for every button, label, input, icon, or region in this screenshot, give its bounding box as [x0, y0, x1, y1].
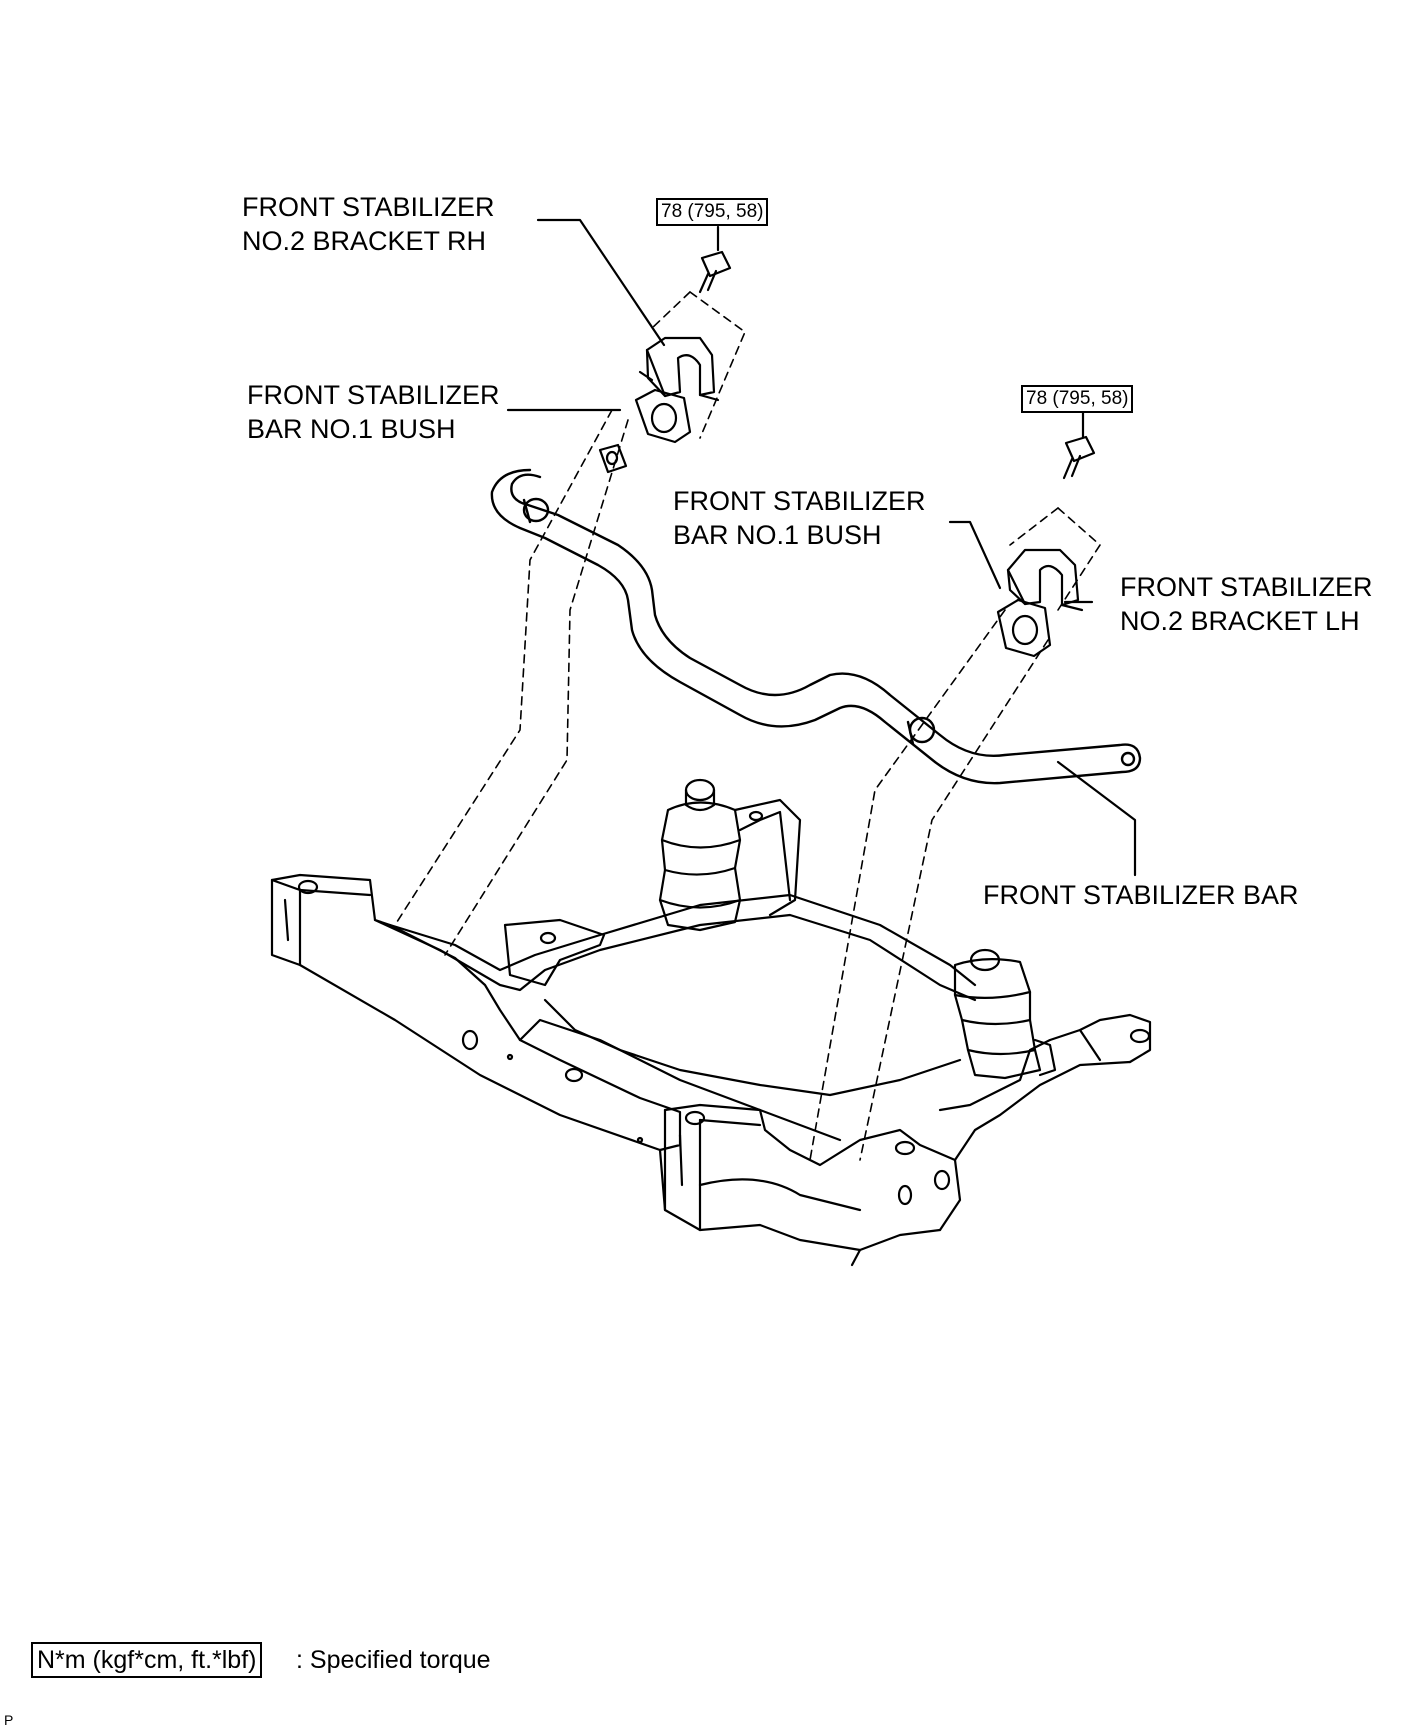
leader-stabilizer-bar	[1056, 760, 1137, 877]
bolt-right	[1062, 435, 1096, 480]
label-bush-lower: FRONT STABILIZER BAR NO.1 BUSH	[673, 484, 926, 552]
bush-rh-shape	[598, 388, 692, 474]
dashed-alignment-lines	[394, 291, 1101, 1161]
legend-torque-unit: N*m (kgf*cm, ft.*lbf)	[31, 1642, 263, 1678]
legend-torque-text: : Specified torque	[296, 1646, 491, 1674]
label-stabilizer-bar-line1: FRONT STABILIZER BAR	[983, 880, 1299, 910]
stabilizer-bar-shape	[490, 468, 1142, 785]
leader-bracket-rh	[536, 218, 666, 347]
subframe-shape	[270, 778, 1152, 1267]
label-bush-lower-line2: BAR NO.1 BUSH	[673, 520, 882, 550]
label-bracket-lh: FRONT STABILIZER NO.2 BRACKET LH	[1120, 570, 1373, 638]
label-bracket-lh-line2: NO.2 BRACKET LH	[1120, 606, 1360, 636]
leader-lines	[506, 218, 1137, 877]
torque-box-left: 78 (795, 58)	[656, 198, 769, 226]
label-bracket-rh-line2: NO.2 BRACKET RH	[242, 226, 487, 256]
bracket-rh-shape	[638, 336, 720, 402]
label-bush-lower-line1: FRONT STABILIZER	[673, 486, 926, 516]
label-bracket-rh: FRONT STABILIZER NO.2 BRACKET RH	[242, 190, 495, 258]
torque-box-right: 78 (795, 58)	[1021, 385, 1134, 413]
bush-lh-shape	[996, 598, 1052, 658]
label-bracket-lh-line1: FRONT STABILIZER	[1120, 572, 1373, 602]
engine-mount-left	[658, 778, 802, 932]
leader-bush-lower	[948, 520, 1002, 590]
engine-mount-right	[953, 948, 1057, 1080]
label-bush-upper: FRONT STABILIZER BAR NO.1 BUSH	[247, 378, 500, 446]
label-bracket-rh-line1: FRONT STABILIZER	[242, 192, 495, 222]
bolt-left	[698, 250, 732, 294]
label-stabilizer-bar: FRONT STABILIZER BAR	[983, 878, 1299, 912]
corner-mark: P	[4, 1712, 14, 1728]
label-bush-upper-line1: FRONT STABILIZER	[247, 380, 500, 410]
bracket-lh-shape	[1006, 548, 1084, 612]
label-bush-upper-line2: BAR NO.1 BUSH	[247, 414, 456, 444]
